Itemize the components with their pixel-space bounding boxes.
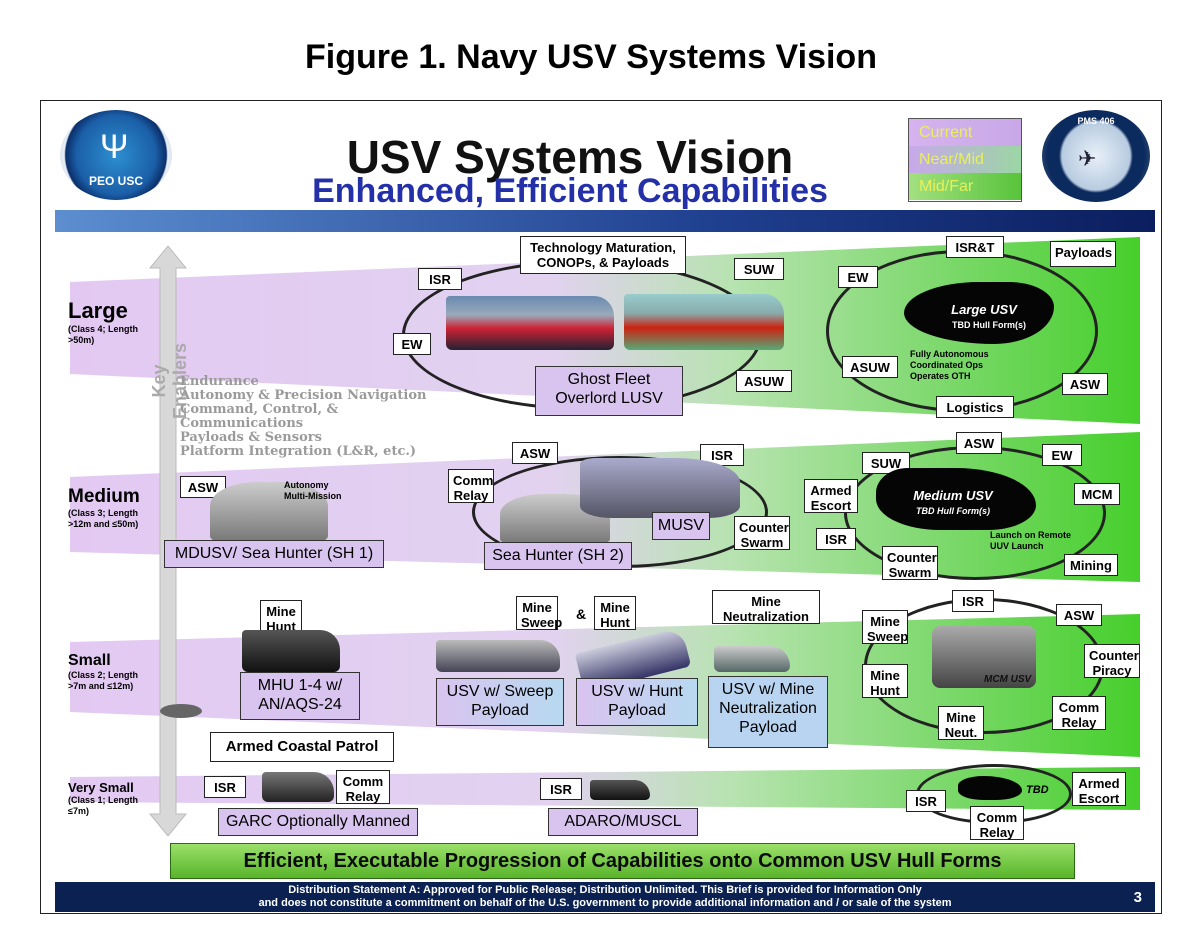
medium-future-asw-box: ASW: [956, 432, 1002, 454]
enabler-item: Endurance: [180, 374, 259, 389]
large-tech-box: Technology Maturation, CONOPs, & Payload…: [520, 236, 686, 274]
vs-comm-relay-box: Comm Relay: [336, 770, 390, 804]
mine-neut-box: Mine Neut.: [938, 706, 984, 740]
medium-counter-swarm-box: Counter Swarm: [734, 516, 790, 550]
garc-box: GARC Optionally Manned: [218, 808, 418, 836]
mhu-vessel: [242, 630, 340, 672]
footer-line-1: Distribution Statement A: Approved for P…: [288, 884, 922, 896]
medium-future-ew-box: EW: [1042, 444, 1082, 466]
small-mine-hunt2-box: Mine Hunt: [594, 596, 636, 630]
medium-bullets: Autonomy Multi-Mission: [284, 480, 342, 501]
tbd-label: TBD: [1026, 784, 1049, 796]
vs-future-comm-relay-box: Comm Relay: [970, 806, 1024, 840]
sweep-payload-box: USV w/ Sweep Payload: [436, 678, 564, 726]
mine-neutralization-box: Mine Neutralization: [712, 590, 820, 624]
mhu-box: MHU 1-4 w/ AN/AQS-24: [240, 672, 360, 720]
ghost-fleet-box: Ghost Fleet Overlord LUSV: [535, 366, 683, 416]
large-logistics-box: Logistics: [936, 396, 1014, 418]
musv-ship: [580, 458, 740, 518]
large-suw-box: SUW: [734, 258, 784, 280]
page-number: 3: [1133, 889, 1142, 906]
medium-future-bullets: Launch on Remote UUV Launch: [990, 530, 1072, 551]
large-future-asw-box: ASW: [1062, 373, 1108, 395]
medium-mcm-box: MCM: [1074, 483, 1120, 505]
sea-hunter-ship: [210, 482, 328, 542]
large-lane-label: Large (Class 4; Length >50m): [68, 298, 139, 345]
sea-hunter-2-box: Sea Hunter (SH 2): [484, 542, 632, 570]
large-isrt-box: ISR&T: [946, 236, 1004, 258]
ship-image: [624, 294, 784, 350]
figure-caption: Figure 1. Navy USV Systems Vision: [305, 38, 877, 76]
small-mine-hunt-box: Mine Hunt: [260, 600, 302, 634]
sweep-boat: [436, 640, 560, 672]
vs-future-isr-box: ISR: [906, 790, 946, 812]
slide-title: USV Systems Vision: [346, 131, 794, 183]
medium-lane-label: Medium (Class 3; Length >12m and ≤50m): [68, 486, 140, 529]
vs-armed-escort-box: Armed Escort: [1072, 772, 1126, 806]
medium-usv-hull: Medium USV TBD Hull Form(s): [876, 468, 1036, 530]
counter-piracy-box: Counter Piracy: [1084, 644, 1140, 678]
tbd-hull: [958, 776, 1022, 800]
small-lane-label: Small (Class 2; Length >7m and ≤12m): [68, 652, 139, 691]
very-small-lane-label: Very Small (Class 1; Length ≤7m): [68, 780, 139, 816]
adaro-boat: [590, 780, 650, 800]
small-future-comm-relay-box: Comm Relay: [1052, 696, 1106, 730]
medium-armed-escort-box: Armed Escort: [804, 479, 858, 513]
medium-isr-box: ISR: [700, 444, 744, 466]
pms-406-seal: PMS 406 ✈: [1042, 110, 1150, 202]
large-usv-hull: Large USV TBD Hull Form(s): [904, 282, 1054, 344]
medium-asw2-box: ASW: [512, 442, 558, 464]
legend-current: Current: [909, 119, 1021, 146]
armed-coastal-box: Armed Coastal Patrol: [210, 732, 394, 762]
right-seal-text: PMS 406: [1077, 116, 1115, 126]
peo-usc-seal: Ψ PEO USC: [60, 110, 172, 200]
enablers-list: Endurance Autonomy & Precision Navigatio…: [180, 375, 460, 459]
large-future-ew-box: EW: [838, 266, 878, 288]
enabler-item: Command, Control, & Communications: [180, 402, 339, 431]
legend: Current Near/Mid Mid/Far: [908, 118, 1022, 202]
musv-box: MUSV: [652, 512, 710, 540]
small-future-isr-box: ISR: [952, 590, 994, 612]
mcm-usv-hull: MCM USV: [932, 626, 1036, 688]
distribution-footer: Distribution Statement A: Approved for P…: [55, 882, 1155, 912]
small-mine-sweep-box: Mine Sweep: [516, 596, 562, 630]
neutralization-boat: [714, 646, 790, 672]
left-seal-text: PEO USC: [88, 174, 143, 188]
large-ew-box: EW: [393, 333, 431, 355]
neut-payload-box: USV w/ Mine Neutralization Payload: [708, 676, 828, 748]
enabler-item: Autonomy & Precision Navigation: [180, 388, 427, 403]
large-future-bullets: Fully Autonomous Coordinated Ops Operate…: [910, 349, 989, 381]
ship-image: [446, 296, 614, 350]
medium-mining-box: Mining: [1064, 554, 1118, 576]
enabler-item: Payloads & Sensors: [180, 430, 322, 445]
title-band: [55, 210, 1155, 232]
large-asuw-box: ASUW: [736, 370, 792, 392]
small-future-mine-sweep-box: Mine Sweep: [862, 610, 908, 644]
hunt-payload-box: USV w/ Hunt Payload: [576, 678, 698, 726]
large-future-asuw-box: ASUW: [842, 356, 898, 378]
adaro-box: ADARO/MUSCL: [548, 808, 698, 836]
slide-subtitle: Enhanced, Efficient Capabilities: [312, 172, 828, 210]
small-future-asw-box: ASW: [1056, 604, 1102, 626]
legend-mid-far: Mid/Far: [909, 173, 1021, 200]
trident-icon: Ψ: [100, 128, 129, 166]
legend-near-mid: Near/Mid: [909, 146, 1021, 173]
medium-future-counter-swarm-box: Counter Swarm: [882, 546, 938, 580]
medium-comm-relay-box: Comm Relay: [448, 469, 494, 503]
small-future-mine-hunt-box: Mine Hunt: [862, 664, 908, 698]
mdusv-box: MDUSV/ Sea Hunter (SH 1): [164, 540, 384, 568]
towfish-icon: [160, 704, 202, 718]
small-amp: &: [576, 606, 587, 622]
aircraft-icon: ✈: [1078, 146, 1097, 171]
progression-banner: Efficient, Executable Progression of Cap…: [170, 843, 1075, 879]
footer-line-2: and does not constitute a commitment on …: [258, 897, 952, 909]
large-payloads-box: Payloads: [1050, 241, 1116, 267]
garc-boat: [262, 772, 334, 802]
enabler-item: Platform Integration (L&R, etc.): [180, 444, 417, 459]
medium-future-isr-box: ISR: [816, 528, 856, 550]
vs-isr-box: ISR: [204, 776, 246, 798]
medium-asw-box: ASW: [180, 476, 226, 498]
large-isr-box: ISR: [418, 268, 462, 290]
vs-isr2-box: ISR: [540, 778, 582, 800]
